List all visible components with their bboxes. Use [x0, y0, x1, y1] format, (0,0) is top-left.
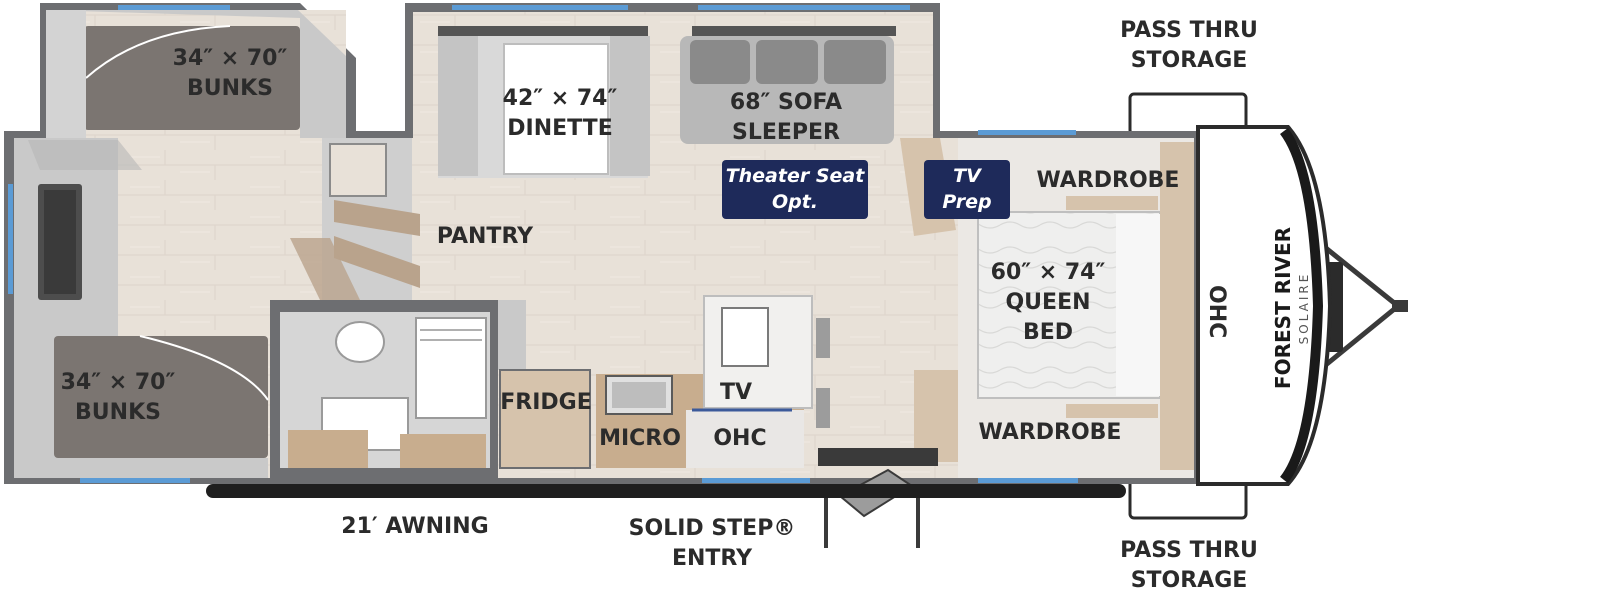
wardrobe-top-label: WARDROBE [1036, 168, 1180, 193]
micro-label: MICRO [599, 426, 681, 451]
queen-bed-size: 60″ × 74″ [990, 260, 1106, 285]
model-name: SOLAIRE [1297, 272, 1311, 345]
hitch [1320, 243, 1408, 370]
tv-kitchen-label: TV [719, 380, 753, 405]
ohc-kitchen-label: OHC [713, 426, 767, 451]
theater-seat-badge: Theater Seat Opt. [722, 160, 868, 219]
dinette-size: 42″ × 74″ [502, 86, 618, 111]
bunks-top-size: 34″ × 70″ [172, 46, 288, 71]
queen-bed-type: BED [1022, 320, 1074, 345]
pass-thru-top-line-1: PASS THRU [1120, 18, 1258, 43]
entry-line-1: SOLID STEP® [628, 516, 796, 541]
pass-thru-top-line-2: STORAGE [1130, 48, 1248, 73]
pass-thru-bottom-line-2: STORAGE [1130, 568, 1248, 593]
ohc-front-label: OHC [1204, 285, 1229, 339]
bunks-top-label: 34″ × 70″ BUNKS [160, 44, 300, 104]
queen-bed-label: 60″ × 74″ QUEEN BED [978, 258, 1118, 348]
entry-label: SOLID STEP® ENTRY [622, 514, 802, 574]
theater-seat-line-2: Opt. [771, 191, 819, 213]
bunks-bottom-size: 34″ × 70″ [60, 370, 176, 395]
fridge-label: FRIDGE [500, 390, 592, 415]
pantry-label: PANTRY [436, 224, 534, 249]
entry-line-2: ENTRY [671, 546, 753, 571]
pass-thru-top-label: PASS THRU STORAGE [1104, 16, 1274, 76]
queen-bed-name: QUEEN [1005, 290, 1091, 315]
bunks-top-name: BUNKS [187, 76, 273, 101]
pass-thru-bottom-label: PASS THRU STORAGE [1104, 536, 1274, 596]
bunks-bottom-label: 34″ × 70″ BUNKS [48, 368, 188, 428]
sofa-label: 68″ SOFA SLEEPER [716, 88, 856, 148]
sofa-size: 68″ SOFA [729, 90, 843, 115]
wardrobe-bottom-label: WARDROBE [978, 420, 1122, 445]
awning-label: 21′ AWNING [341, 514, 489, 539]
front-cap [1196, 125, 1333, 486]
dinette-name: DINETTE [507, 116, 613, 141]
bunks-bottom-name: BUNKS [75, 400, 161, 425]
dinette-label: 42″ × 74″ DINETTE [490, 84, 630, 144]
tv-prep-badge: TV Prep [924, 160, 1010, 219]
theater-seat-line-1: Theater Seat [725, 165, 865, 187]
brand-name: FOREST RIVER [1271, 227, 1295, 389]
tv-prep-line-1: TV [953, 165, 981, 187]
windows [8, 5, 1078, 483]
sofa-name: SLEEPER [731, 120, 840, 145]
pass-thru-bottom-line-1: PASS THRU [1120, 538, 1258, 563]
tv-prep-line-2: Prep [942, 191, 992, 213]
